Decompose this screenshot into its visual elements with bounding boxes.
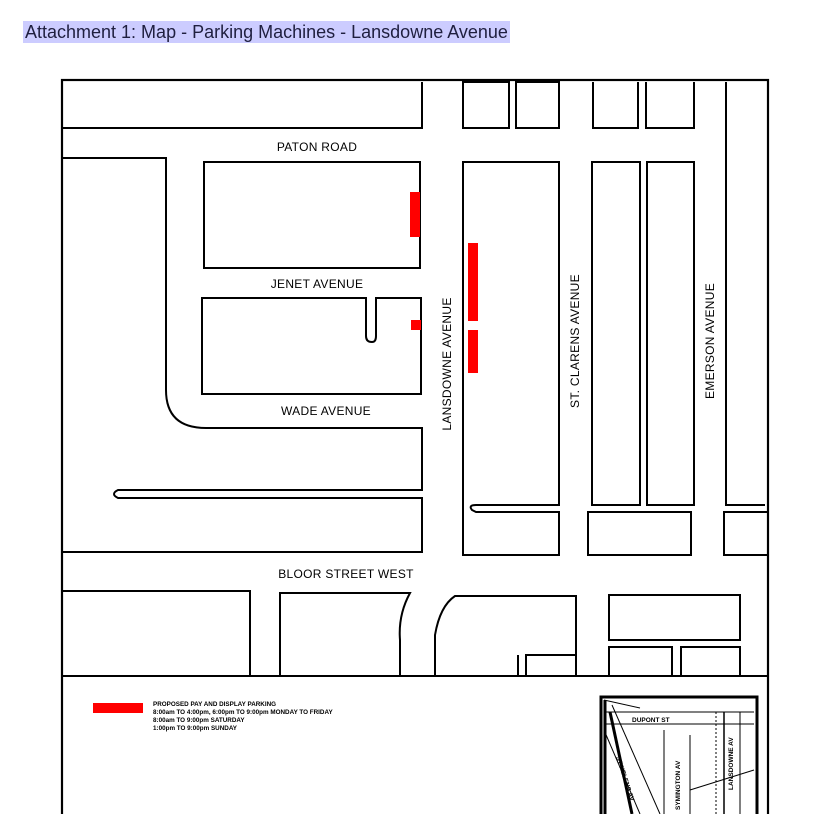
street-label-jenet-avenue: JENET AVENUE [271,277,364,291]
map-frame [60,78,770,814]
page-title: Attachment 1: Map - Parking Machines - L… [23,21,510,43]
inset-label-dupont: DUPONT ST [632,717,670,724]
inset-key-map: DUPONT ST SYMINGTON AV LANSDOWNE AV ST H… [599,695,759,814]
block-outlines [62,81,768,677]
legend-swatch [93,703,143,713]
parking-segment-east-north [468,243,478,321]
street-label-emerson-avenue: EMERSON AVENUE [703,283,717,399]
street-label-lansdowne-avenue: LANSDOWNE AVENUE [440,297,454,430]
street-label-bloor-street-west: BLOOR STREET WEST [278,567,414,581]
inset-label-symington: SYMINGTON AV [675,760,682,810]
parking-segment-paton-jenet [410,192,420,237]
legend-line-1: PROPOSED PAY AND DISPLAY PARKING [153,701,276,708]
street-label-st-clarens-avenue: ST. CLARENS AVENUE [568,274,582,408]
parking-segment-jenet-wade [411,320,421,330]
legend-line-2: 8:00am TO 4:00pm, 6:00pm TO 9:00pm MONDA… [153,709,333,716]
inset-label-lansdowne: LANSDOWNE AV [728,737,735,790]
legend-line-4: 1:00pm TO 9:00pm SUNDAY [153,725,238,732]
parking-segment-east-south [468,330,478,373]
street-label-paton-road: PATON ROAD [277,140,357,154]
legend-line-3: 8:00am TO 9:00pm SATURDAY [153,717,245,724]
street-label-wade-avenue: WADE AVENUE [281,404,371,418]
inset-label-st-helens: ST HELENS AV [614,755,635,802]
